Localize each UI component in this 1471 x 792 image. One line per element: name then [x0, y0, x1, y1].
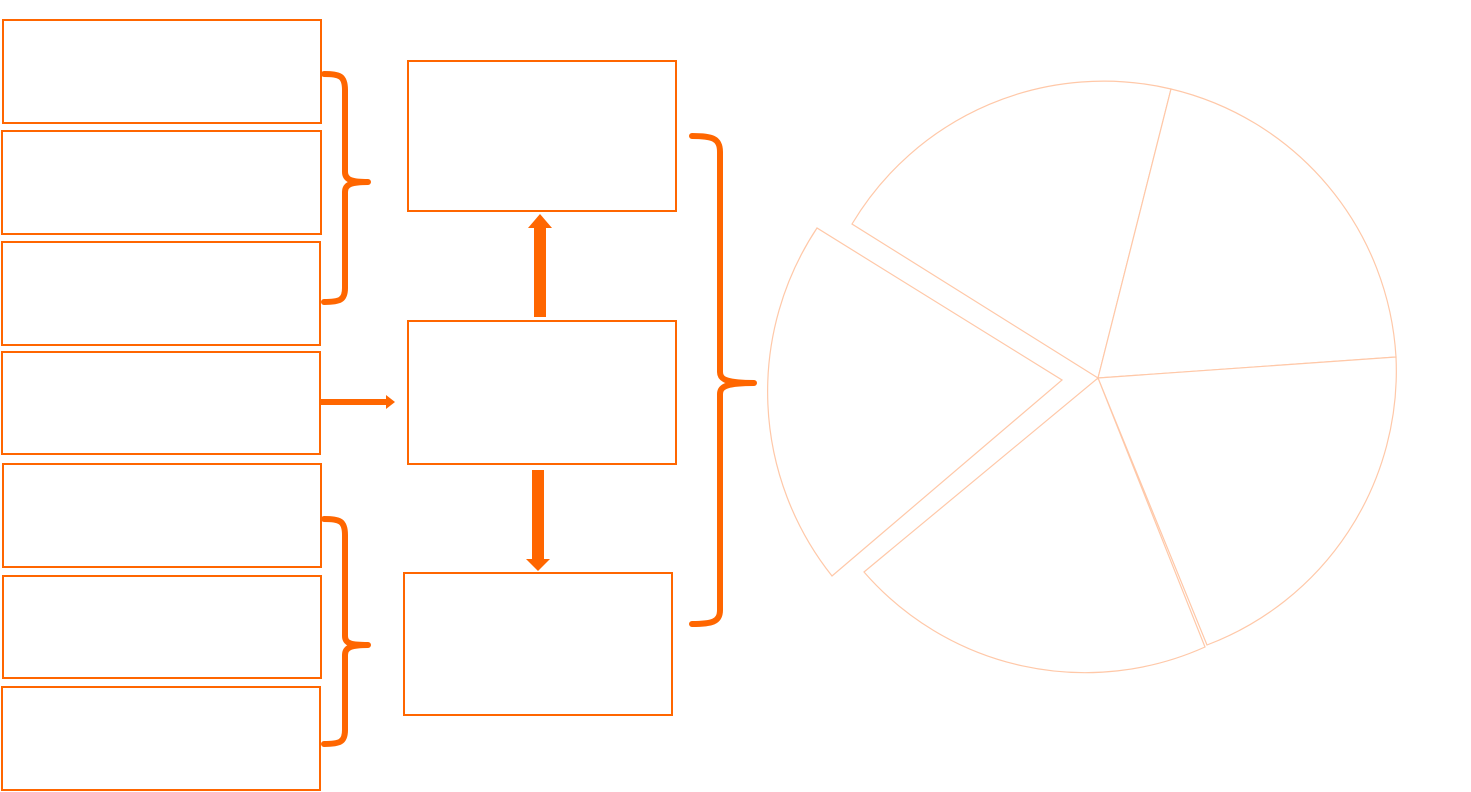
lower-left-brace: [321, 516, 371, 747]
pie-chart: [767, 80, 1397, 674]
large-right-brace: [689, 133, 757, 627]
pie-segment-5-exploded: [767, 227, 1064, 577]
left-box-2: [1, 130, 322, 235]
middle-box-3: [403, 572, 673, 716]
pie-segment-4: [863, 377, 1206, 674]
up-arrow: [528, 214, 552, 317]
left-box-column: [1, 19, 322, 791]
pie-segment-2: [1097, 88, 1397, 379]
left-box-7: [1, 686, 321, 791]
left-box-4: [1, 351, 321, 455]
middle-box-1: [407, 60, 677, 212]
middle-box-column: [403, 60, 677, 716]
left-box-1: [2, 19, 322, 124]
pie-segment-3: [1097, 356, 1397, 646]
upper-left-brace: [321, 71, 371, 305]
left-box-5: [2, 463, 322, 568]
pie-segment-1: [851, 80, 1172, 379]
left-box-3: [1, 241, 321, 346]
down-arrow: [526, 470, 550, 571]
right-arrow: [321, 395, 395, 409]
left-box-6: [2, 575, 322, 679]
middle-box-2: [407, 320, 677, 465]
